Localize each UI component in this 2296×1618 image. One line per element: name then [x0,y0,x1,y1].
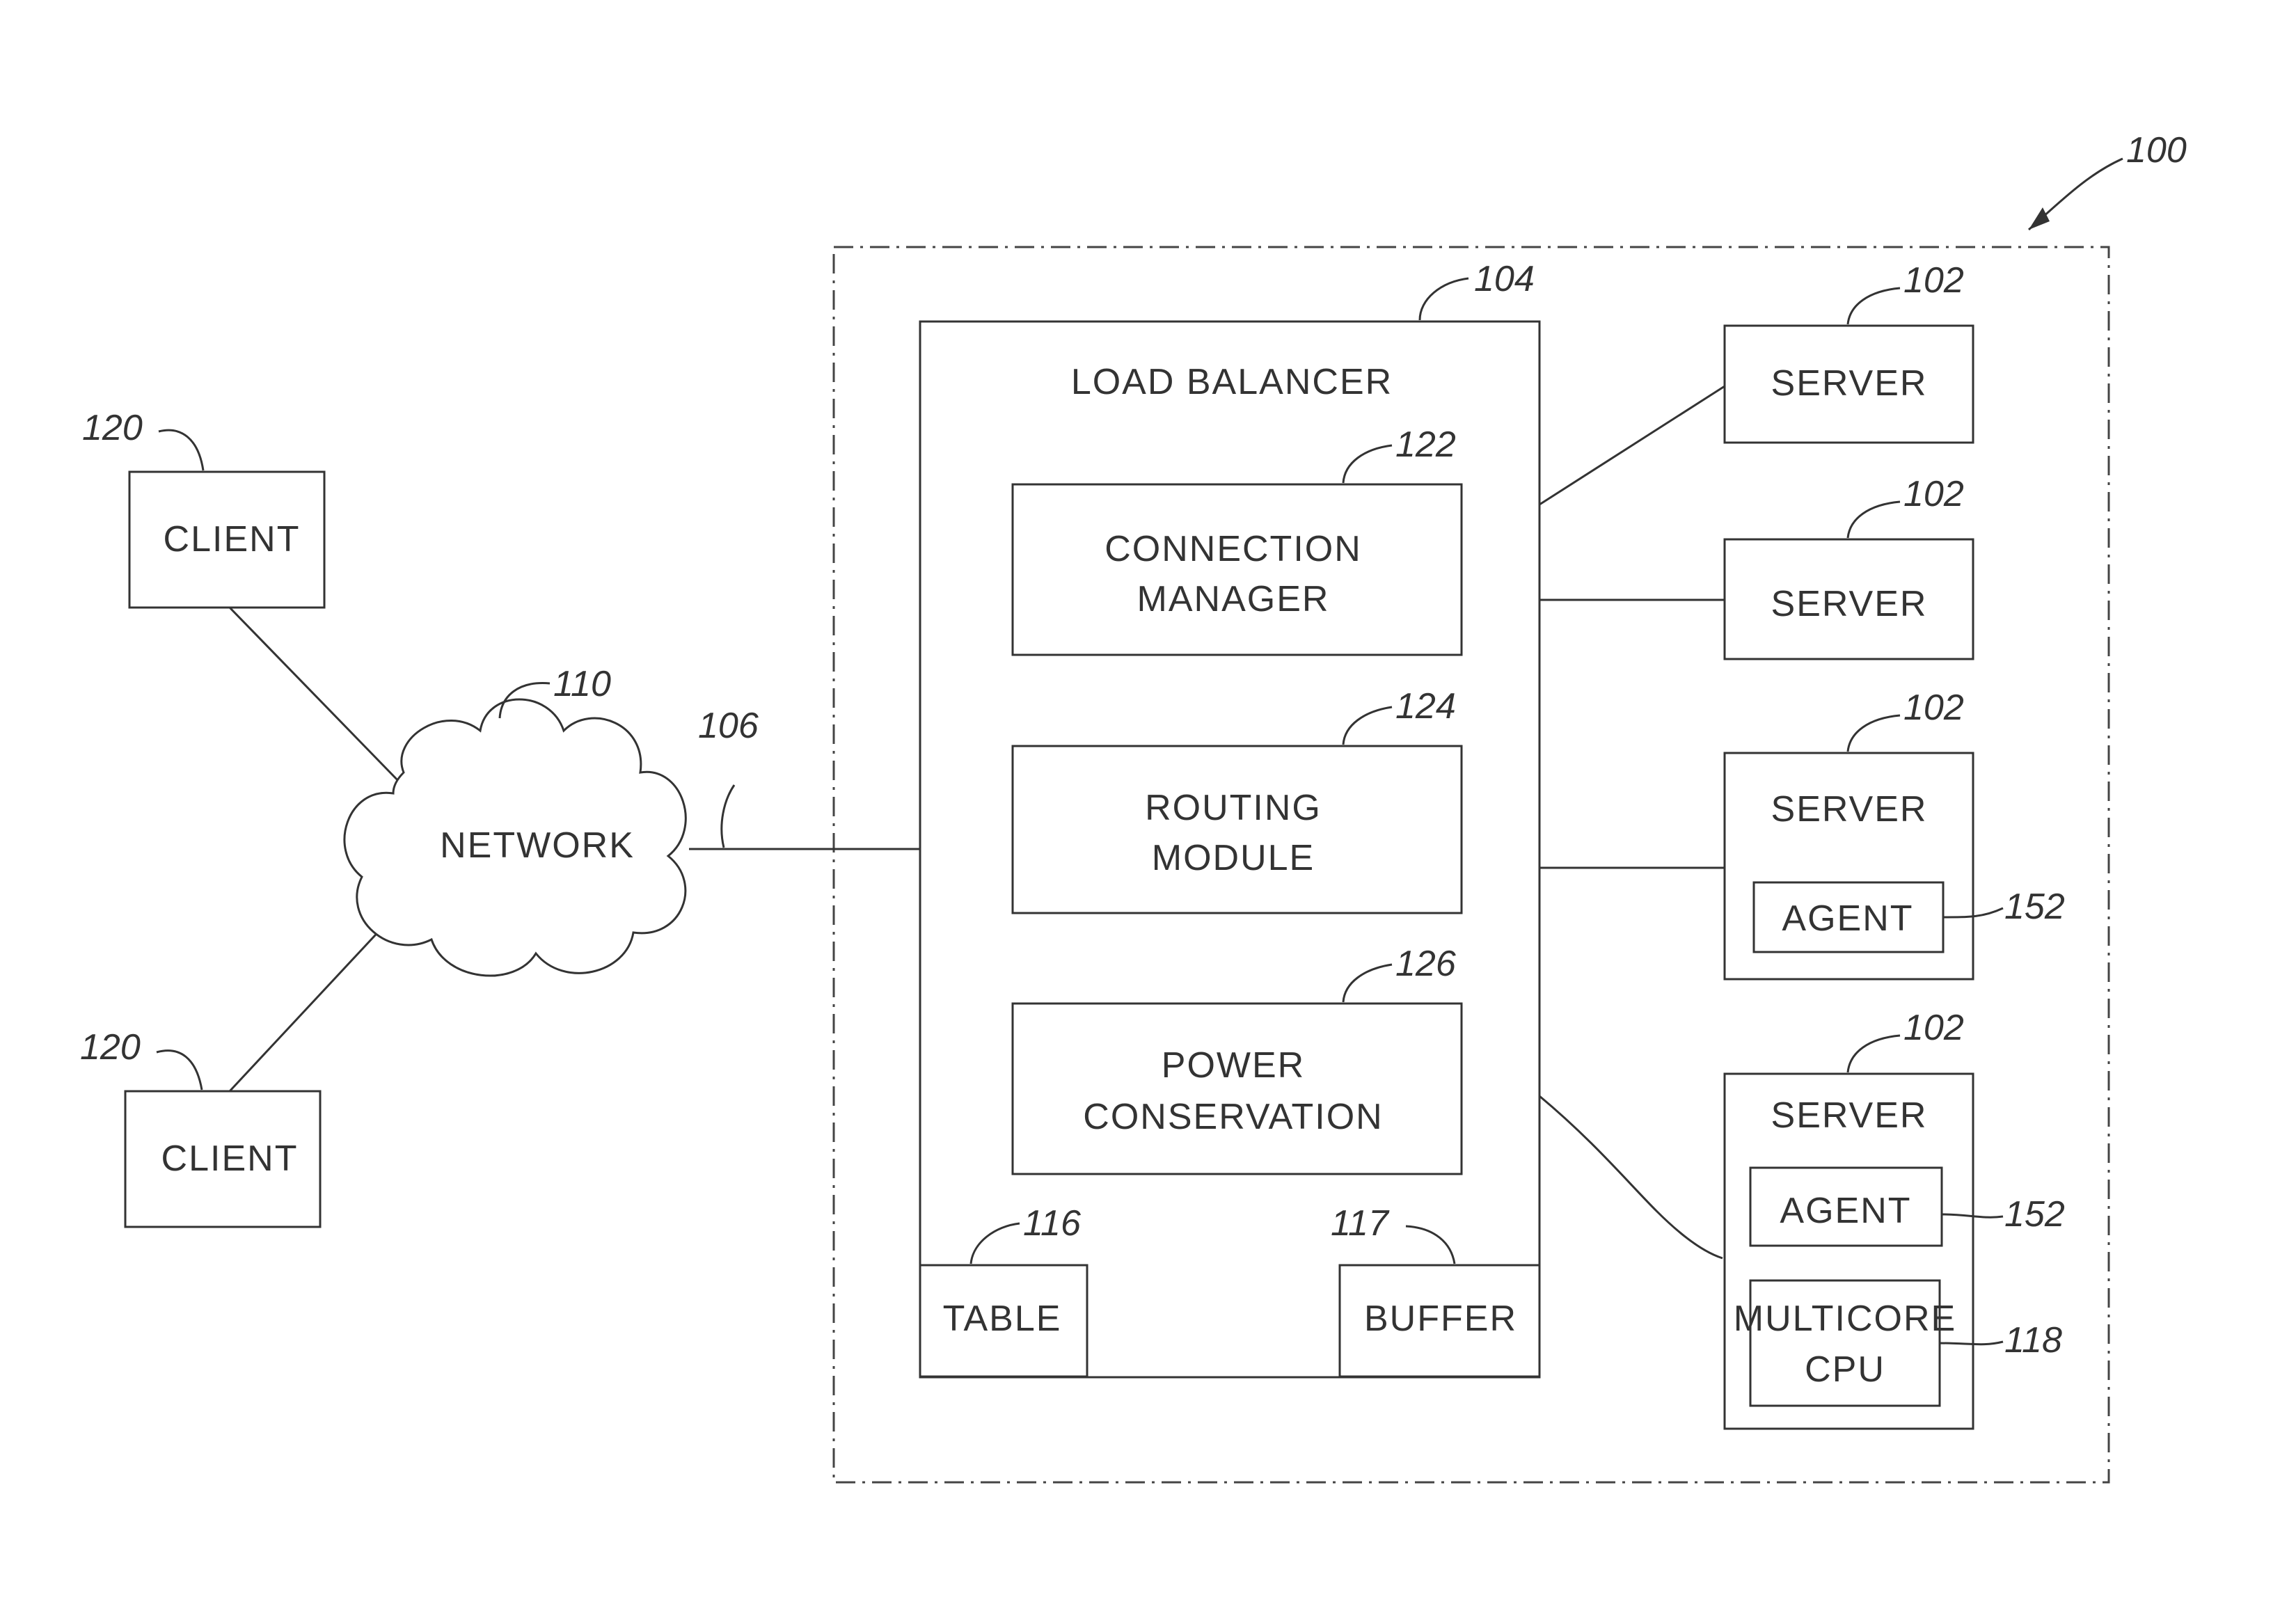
client2-network-link [228,903,405,1093]
server-box-4 [1723,1072,1974,1430]
network-ref: 110 [553,664,611,704]
connection-manager-line2: MANAGER [1137,579,1330,619]
table-ref: 116 [1023,1203,1081,1244]
server-ref-1: 102 [1903,260,1964,301]
client-ref-leader-2 [156,1049,203,1090]
network-label: NETWORK [440,825,635,866]
client-box-1 [128,470,326,609]
agent-ref-leader-1 [1942,907,2004,919]
server-label-4: SERVER [1771,1095,1928,1136]
lb-server4-link [1539,1095,1723,1260]
system-ref: 100 [2126,130,2187,170]
cpu-line2: CPU [1805,1349,1885,1390]
client-ref-leader-1 [158,429,205,471]
client-label-1: CLIENT [164,519,301,560]
system-ref-arrowhead [2029,207,2050,230]
buffer-ref: 117 [1331,1203,1390,1244]
connection-manager-line1: CONNECTION [1105,529,1362,569]
network-ref-leader [498,682,551,719]
client-label-2: CLIENT [161,1139,299,1179]
server-label-1: SERVER [1771,363,1928,404]
client-ref-1: 120 [82,408,143,448]
server-label-3: SERVER [1771,789,1928,830]
server-ref-leader-4 [1846,1034,1901,1073]
agent-label-2: AGENT [1780,1191,1911,1231]
power-conservation-ref-leader [1342,963,1393,1003]
routing-module-box [1011,745,1463,914]
connection-manager-ref-leader [1342,444,1393,484]
server-box-2 [1723,538,1974,660]
server-label-2: SERVER [1771,584,1928,624]
link-ref: 106 [698,706,759,746]
server-box-1 [1723,324,1974,444]
table-box [919,1264,1088,1378]
load-balancer-ref: 104 [1474,259,1535,299]
cpu-ref-leader [1939,1340,2004,1346]
link-ref-leader [720,784,736,848]
server-ref-leader-1 [1846,287,1901,325]
server-ref-leader-2 [1846,500,1901,539]
lb-server1-link [1539,385,1725,506]
routing-module-ref: 124 [1395,686,1456,727]
agent-ref-leader-2 [1941,1213,2004,1219]
client-box-2 [124,1090,322,1228]
load-balancer-label: LOAD BALANCER [1071,362,1393,402]
buffer-box [1338,1264,1541,1378]
connection-manager-box [1011,483,1463,656]
table-label: TABLE [943,1299,1062,1339]
agent-box-2 [1749,1166,1943,1247]
power-conservation-line1: POWER [1162,1045,1305,1086]
load-balancer-ref-leader [1418,277,1469,321]
routing-module-line1: ROUTING [1145,788,1322,828]
system-boundary [832,246,2110,1484]
power-conservation-ref: 126 [1395,944,1456,984]
routing-module-ref-leader [1342,706,1393,745]
server-ref-4: 102 [1903,1008,1964,1048]
buffer-ref-leader [1405,1225,1456,1264]
routing-module-line2: MODULE [1152,838,1315,878]
cpu-ref: 118 [2004,1320,2062,1361]
power-conservation-line2: CONSERVATION [1083,1097,1383,1137]
agent-ref-2: 152 [2004,1194,2065,1235]
server-ref-2: 102 [1903,474,1964,514]
table-ref-leader [969,1222,1020,1264]
server-box-3 [1723,752,1974,981]
buffer-label: BUFFER [1364,1299,1517,1339]
cpu-line1: MULTICORE [1734,1299,1956,1339]
load-balancer-box [919,320,1541,1379]
server-ref-leader-3 [1846,714,1901,752]
power-conservation-box [1011,1002,1463,1175]
client-ref-2: 120 [80,1027,141,1068]
client1-network-link [228,606,405,788]
agent-ref-1: 152 [2004,887,2065,927]
agent-label-1: AGENT [1782,898,1913,939]
network-cloud [343,698,687,977]
server-ref-3: 102 [1903,688,1964,728]
connection-manager-ref: 122 [1395,425,1456,465]
